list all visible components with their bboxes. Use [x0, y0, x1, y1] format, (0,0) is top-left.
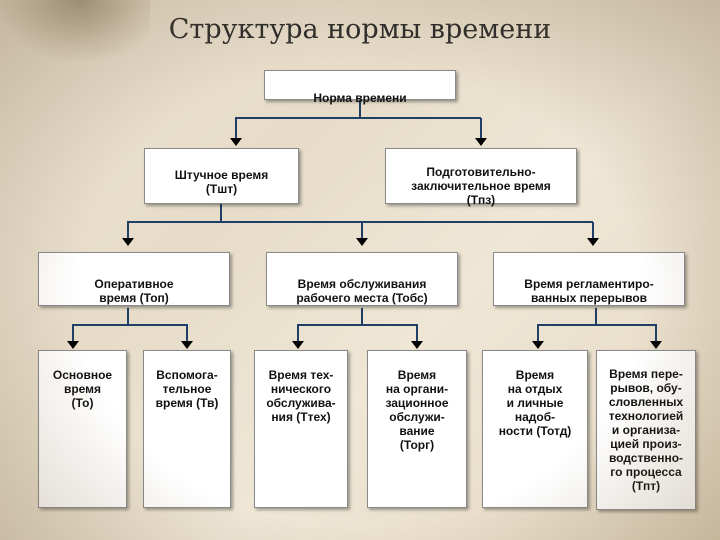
connector-operative-children — [72, 308, 129, 345]
piece-time-label: Штучное время (Тшт) — [174, 168, 269, 196]
regulated-breaks-label: Время регламентиро- ванных перерывов — [524, 277, 654, 305]
workplace-service-label: Время обслуживания рабочего места (Тобс) — [296, 277, 428, 305]
main-time-box: Основное время (То) — [38, 350, 127, 508]
rest-needs-box: Время на отдых и личные надоб- ности (То… — [482, 350, 588, 508]
organizational-service-box: Время на органи- зационное обслужи- вани… — [367, 350, 467, 508]
piece-time-box: Штучное время (Тшт) — [144, 148, 299, 204]
root-label: Норма времени — [313, 91, 407, 105]
arrow-tech-breaks — [650, 341, 662, 349]
connector-operative-aux — [128, 324, 188, 345]
prep-final-label: Подготовительно- заключительное время (Т… — [411, 165, 551, 207]
arrow-operative — [122, 238, 134, 246]
organizational-service-label: Время на органи- зационное обслужи- вани… — [385, 368, 449, 452]
tech-breaks-box: Время пере- рывов, обу- словленных техно… — [596, 350, 696, 510]
arrow-prep-final — [475, 138, 487, 146]
connector-root-level2 — [235, 100, 361, 142]
prep-final-box: Подготовительно- заключительное время (Т… — [385, 148, 577, 207]
arrow-main-time — [67, 341, 79, 349]
page-title: Структура нормы времени — [168, 14, 552, 45]
connector-breaks-tech — [596, 324, 657, 345]
arrow-piece-time — [230, 138, 242, 146]
technical-service-box: Время тех- нического обслужива- ния (Тте… — [254, 350, 348, 508]
operative-label: Оперативное время (Топ) — [94, 277, 174, 305]
operative-box: Оперативное время (Топ) — [38, 252, 230, 306]
arrow-technical-service — [292, 341, 304, 349]
connector-breaks-children — [537, 308, 597, 345]
tech-breaks-label: Время пере- рывов, обу- словленных техно… — [608, 367, 684, 493]
auxiliary-time-box: Вспомога- тельное время (Тв) — [143, 350, 231, 508]
arrow-auxiliary-time — [181, 341, 193, 349]
rest-needs-label: Время на отдых и личные надоб- ности (То… — [498, 368, 572, 438]
workplace-service-box: Время обслуживания рабочего места (Тобс) — [266, 252, 458, 306]
arrow-rest-needs — [532, 341, 544, 349]
root-box: Норма времени — [264, 70, 456, 105]
arrow-regulated-breaks — [587, 238, 599, 246]
connector-service-children — [297, 308, 363, 345]
technical-service-label: Время тех- нического обслужива- ния (Тте… — [266, 368, 336, 424]
arrow-workplace-service — [356, 238, 368, 246]
main-time-label: Основное время (То) — [52, 368, 113, 410]
regulated-breaks-box: Время регламентиро- ванных перерывов — [493, 252, 685, 306]
connector-service-org — [362, 324, 418, 345]
auxiliary-time-label: Вспомога- тельное время (Тв) — [155, 368, 219, 410]
compass-decoration — [0, 0, 150, 60]
arrow-organizational-service — [411, 341, 423, 349]
